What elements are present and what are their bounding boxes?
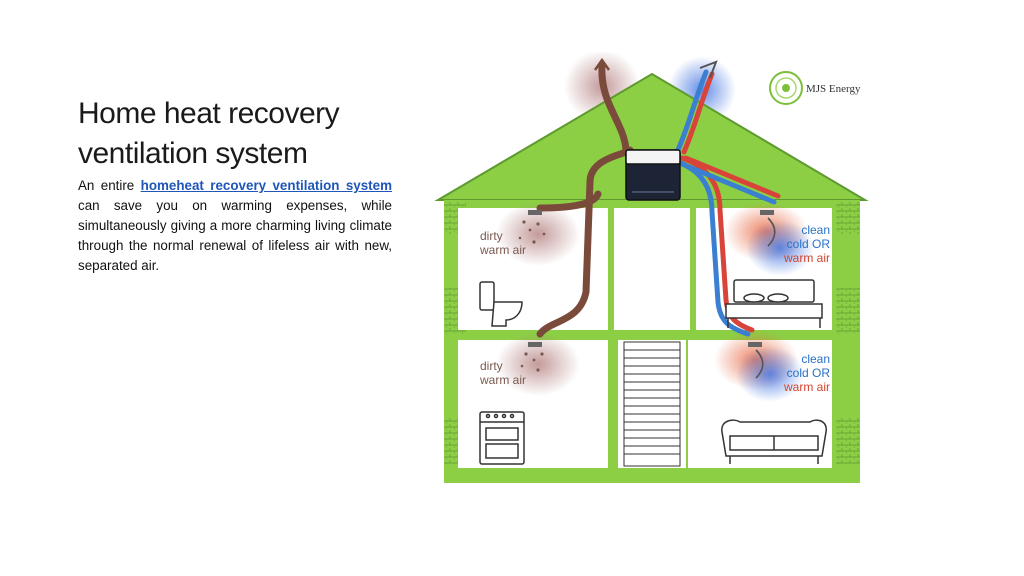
dirty-air-glow bbox=[496, 202, 580, 266]
brick-corner bbox=[836, 288, 860, 334]
brick-corner bbox=[836, 418, 860, 464]
label-dirty: dirty bbox=[480, 229, 503, 243]
label-clean: clean bbox=[801, 352, 830, 366]
body-intro: An entire bbox=[78, 178, 141, 193]
label-clean: clean bbox=[801, 223, 830, 237]
label-warm-air: warm air bbox=[783, 380, 830, 394]
particle-dots bbox=[518, 220, 546, 372]
vent bbox=[760, 210, 774, 215]
vent bbox=[528, 210, 542, 215]
page-title: Home heat recovery ventilation system bbox=[78, 94, 408, 174]
hrv-unit-icon bbox=[625, 149, 681, 201]
bed-icon bbox=[725, 279, 823, 328]
body-paragraph: An entire homeheat recovery ventilation … bbox=[78, 176, 392, 276]
label-dirty: dirty bbox=[480, 359, 503, 373]
label-warm-air: warm air bbox=[479, 373, 526, 387]
clean-air-duct bbox=[675, 69, 781, 337]
intake-arrow bbox=[699, 60, 718, 79]
staircase-icon bbox=[623, 341, 681, 467]
mjs-energy-logo: MJS Energy bbox=[769, 71, 861, 105]
stove-icon bbox=[479, 411, 525, 465]
cold-air-glow bbox=[746, 220, 814, 276]
title-line-1: Home heat recovery bbox=[78, 97, 340, 130]
logo-text: MJS Energy bbox=[806, 83, 861, 95]
body-rest: can save you on warming expenses, while … bbox=[78, 198, 392, 273]
label-warm-air: warm air bbox=[783, 251, 830, 265]
toilet-icon bbox=[479, 281, 523, 327]
dirty-air-glow bbox=[496, 332, 580, 396]
vent bbox=[748, 342, 762, 347]
cold-air-glow bbox=[736, 346, 804, 402]
sofa-icon bbox=[721, 419, 827, 464]
airflow-arrow bbox=[767, 217, 776, 247]
hrv-link[interactable]: homeheat recovery ventilation system bbox=[140, 178, 392, 193]
label-cold-or: cold OR bbox=[787, 366, 831, 380]
room-landing bbox=[614, 208, 690, 330]
label-warm-air: warm air bbox=[479, 243, 526, 257]
airflow-arrow bbox=[755, 349, 764, 379]
house-diagram: dirty warm air dirty warm air clean cold… bbox=[430, 52, 870, 492]
dirty-air-duct bbox=[536, 62, 634, 338]
vent bbox=[528, 342, 542, 347]
brick-corner bbox=[836, 202, 860, 234]
label-cold-or: cold OR bbox=[787, 237, 831, 251]
title-line-2: ventilation system bbox=[78, 137, 308, 170]
exhaust-arrow bbox=[593, 57, 611, 71]
